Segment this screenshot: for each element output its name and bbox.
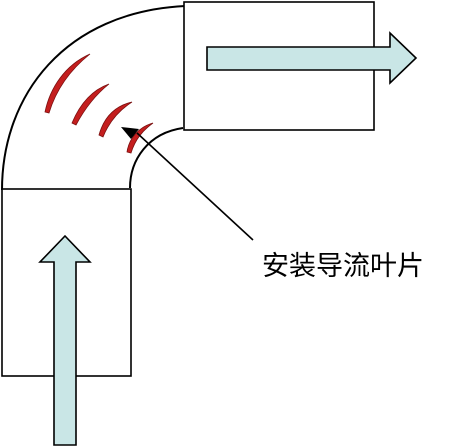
turning-vane [126, 122, 154, 154]
outlet-flow-arrow [206, 31, 418, 85]
turning-vane [98, 101, 133, 138]
turning-vane [71, 83, 110, 126]
elbow-duct [1, 5, 186, 191]
turning-vane [44, 53, 91, 114]
callout-pointer [121, 127, 254, 241]
callout-arrowhead [121, 127, 139, 139]
elbow-inner-wall [129, 127, 184, 189]
annotation-label: 安装导流叶片 [262, 251, 424, 282]
turning-vanes [44, 53, 154, 154]
elbow-outer-wall [1, 5, 186, 191]
callout-leader-line [136, 132, 254, 241]
inlet-flow-arrow [38, 234, 92, 446]
